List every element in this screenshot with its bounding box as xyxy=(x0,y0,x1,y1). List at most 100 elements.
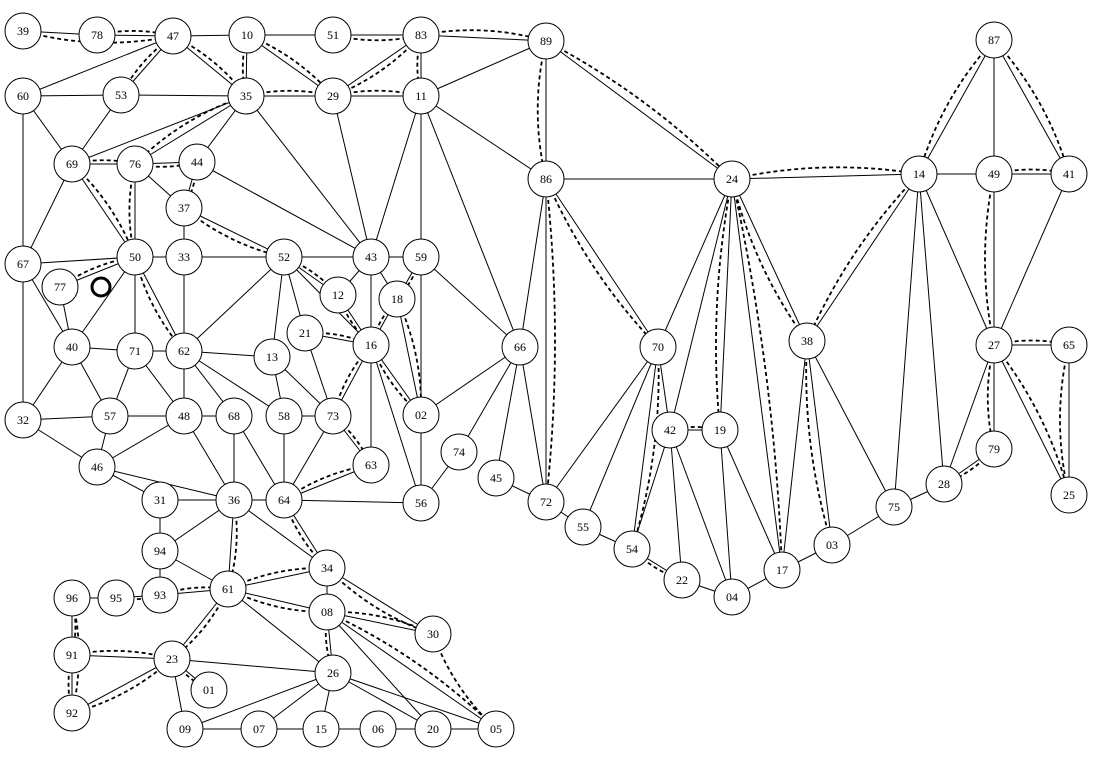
node-circle xyxy=(1050,476,1088,514)
node-87: 87 xyxy=(975,21,1013,59)
node-label: 32 xyxy=(17,413,29,427)
node-label: 49 xyxy=(988,167,1000,181)
node-label: 36 xyxy=(228,493,240,507)
node-circle xyxy=(4,12,42,50)
node-circle xyxy=(402,16,440,54)
node-label: 47 xyxy=(167,29,179,43)
ring-marker xyxy=(90,276,112,298)
edge-08-20 xyxy=(326,611,434,730)
dashed-edge-92-23 xyxy=(71,658,173,714)
edge-19-04 xyxy=(719,429,733,598)
edge-66-72 xyxy=(519,346,547,503)
node-label: 74 xyxy=(453,445,465,459)
node-62: 62 xyxy=(165,332,203,370)
node-circle xyxy=(925,465,963,503)
node-circle xyxy=(91,397,129,435)
node-60: 60 xyxy=(4,77,42,115)
node-circle xyxy=(319,276,357,314)
node-08: 08 xyxy=(308,593,346,631)
node-circle xyxy=(53,328,91,366)
node-circle xyxy=(165,332,203,370)
edge-35-76 xyxy=(134,95,247,165)
node-24: 24 xyxy=(713,160,751,198)
node-label: 10 xyxy=(241,28,253,42)
edge-11-66 xyxy=(420,95,521,348)
node-09: 09 xyxy=(166,710,204,748)
node-94: 94 xyxy=(141,532,179,570)
node-label: 08 xyxy=(321,605,333,619)
node-circle xyxy=(1050,155,1088,193)
node-circle xyxy=(527,22,565,60)
node-95: 95 xyxy=(97,579,135,617)
node-label: 57 xyxy=(104,409,116,423)
node-label: 75 xyxy=(888,500,900,514)
edge-19-17 xyxy=(719,429,783,571)
edge-24-70 xyxy=(657,178,733,348)
edge-35-69 xyxy=(71,95,247,165)
node-label: 33 xyxy=(178,250,190,264)
node-78: 78 xyxy=(78,16,116,54)
node-54: 54 xyxy=(613,530,651,568)
node-59: 59 xyxy=(402,238,440,276)
node-43: 43 xyxy=(352,238,390,276)
node-circle xyxy=(378,280,416,318)
node-circle xyxy=(227,77,265,115)
dashed-edge-24-17 xyxy=(731,178,783,571)
node-label: 12 xyxy=(332,288,344,302)
node-circle xyxy=(53,145,91,183)
node-circle xyxy=(414,710,452,748)
node-79: 79 xyxy=(975,430,1013,468)
node-circle xyxy=(4,245,42,283)
edge-24-42 xyxy=(669,178,733,431)
node-circle xyxy=(402,484,440,522)
node-circle xyxy=(116,145,154,183)
node-circle xyxy=(97,579,135,617)
edge-38-03 xyxy=(806,340,833,546)
node-label: 34 xyxy=(321,561,333,575)
dashed-edge-86-72 xyxy=(545,178,556,503)
edge-62-58 xyxy=(183,350,285,417)
edge-74-66 xyxy=(458,346,521,453)
edge-27-28 xyxy=(943,344,995,485)
edge-11-43 xyxy=(370,95,422,258)
node-circle xyxy=(651,411,689,449)
node-45: 45 xyxy=(477,459,515,497)
node-label: 48 xyxy=(178,409,190,423)
edge-59-66 xyxy=(420,256,521,348)
node-75: 75 xyxy=(875,488,913,526)
node-circle xyxy=(154,17,192,55)
edge-38-75 xyxy=(806,340,895,508)
node-circle xyxy=(875,488,913,526)
node-65: 65 xyxy=(1050,326,1088,364)
node-label: 56 xyxy=(415,496,427,510)
node-circle xyxy=(477,459,515,497)
node-circle xyxy=(165,238,203,276)
node-label: 17 xyxy=(776,563,788,577)
node-58: 58 xyxy=(265,397,303,435)
dashed-edge-14-38 xyxy=(806,173,920,342)
node-41: 41 xyxy=(1050,155,1088,193)
edge-23-26 xyxy=(171,658,334,674)
node-93: 93 xyxy=(141,576,179,614)
node-36: 36 xyxy=(215,481,253,519)
node-circle xyxy=(975,326,1013,364)
node-49: 49 xyxy=(975,155,1013,193)
edge-27-25 xyxy=(993,344,1070,496)
node-circle xyxy=(477,710,515,748)
edge-47-60 xyxy=(22,35,174,97)
node-12: 12 xyxy=(319,276,357,314)
node-circle xyxy=(564,508,602,546)
node-label: 41 xyxy=(1063,167,1075,181)
edge-66-45 xyxy=(495,346,521,479)
edge-87-14 xyxy=(918,39,995,175)
node-circle xyxy=(314,397,352,435)
node-16: 16 xyxy=(352,326,390,364)
dashed-edge-27-25 xyxy=(993,344,1070,496)
node-label: 87 xyxy=(988,33,1000,47)
node-circle xyxy=(265,238,303,276)
node-label: 91 xyxy=(66,648,78,662)
edge-86-70 xyxy=(545,178,659,348)
node-label: 54 xyxy=(626,542,638,556)
node-circle xyxy=(240,710,278,748)
